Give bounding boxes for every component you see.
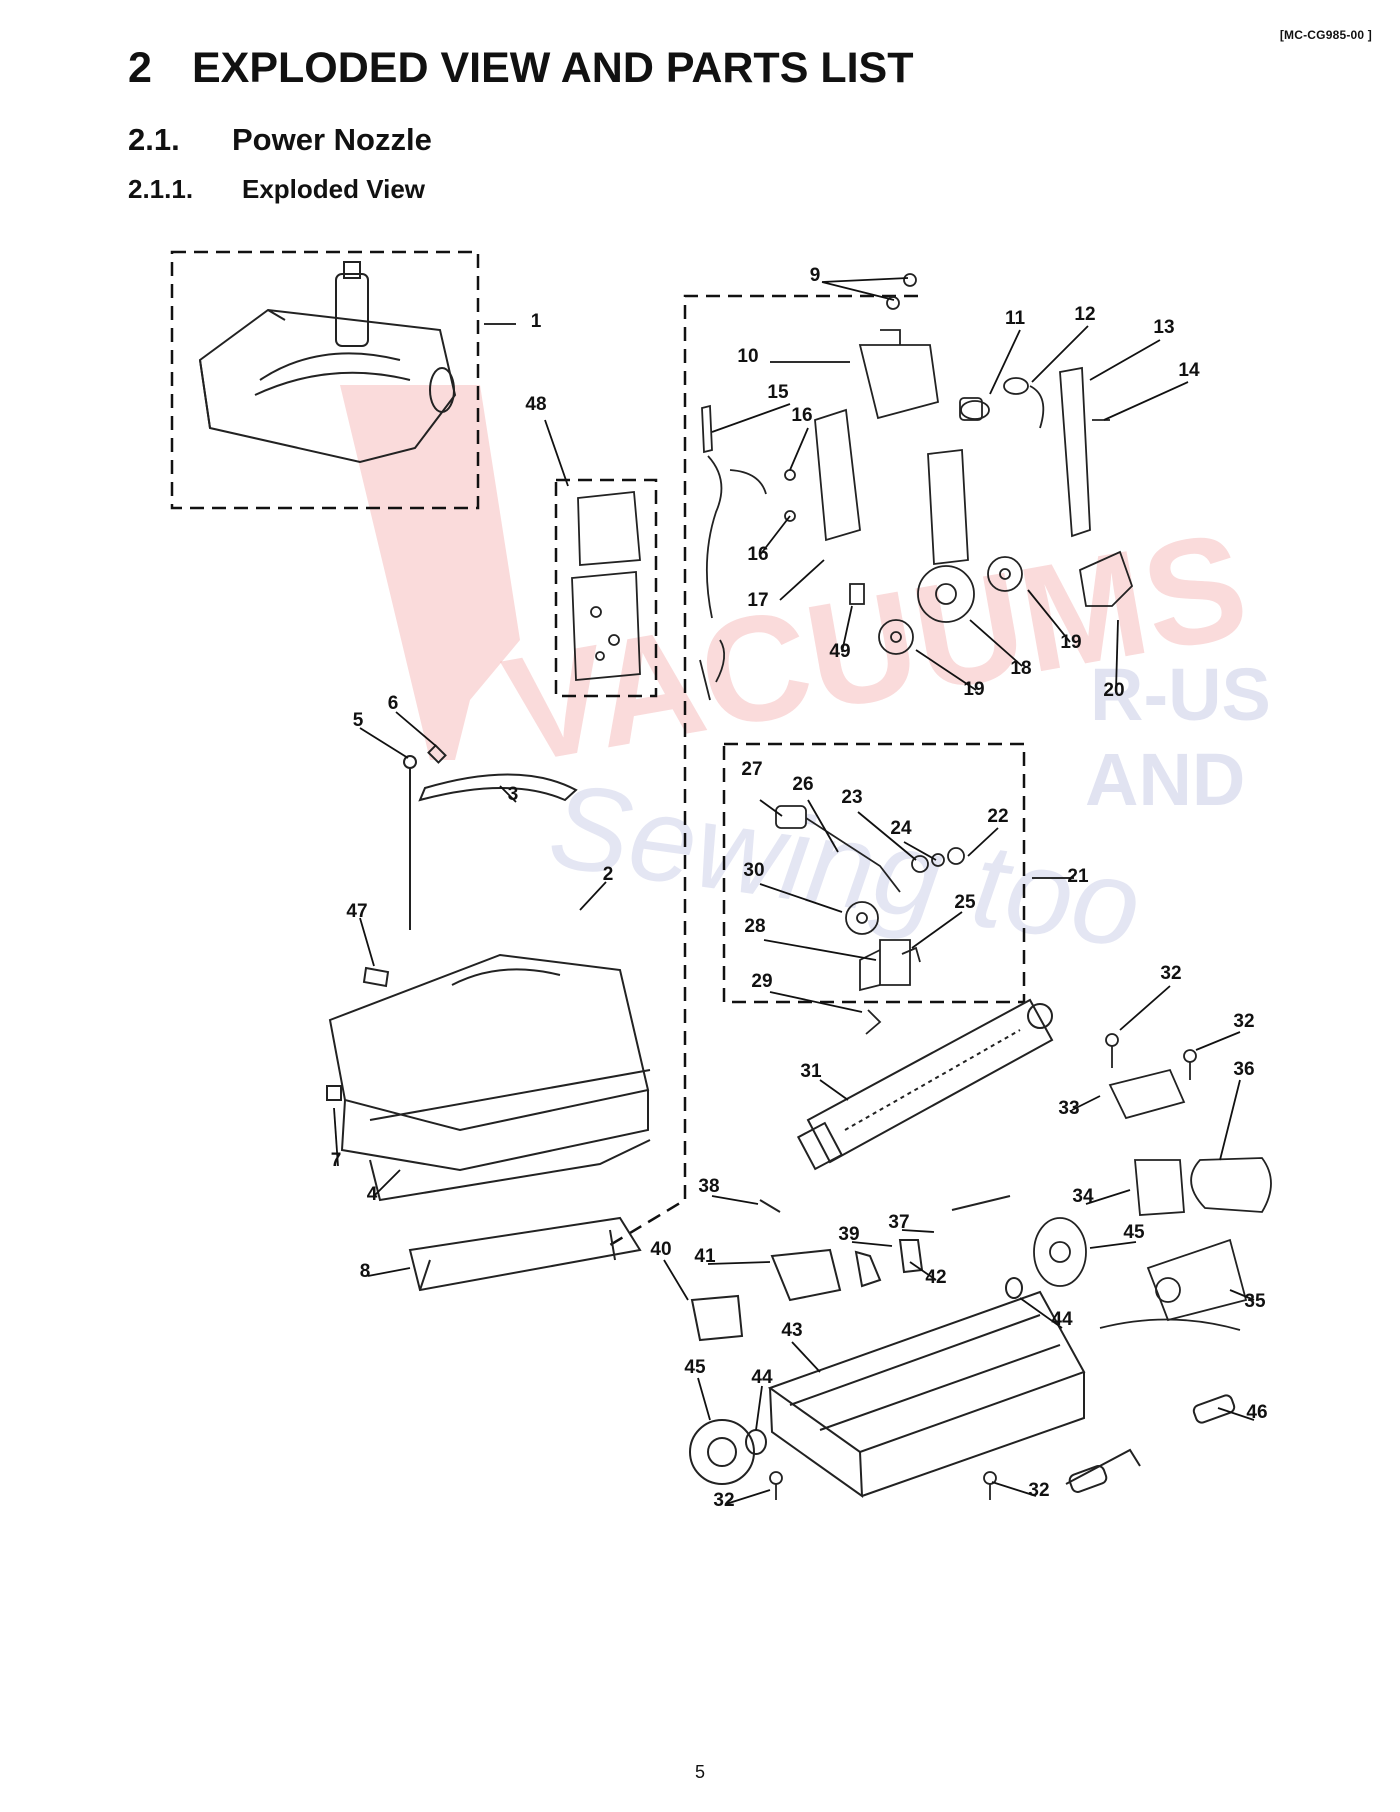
- section-number: 2: [128, 44, 152, 92]
- callout-c49: 49: [829, 641, 850, 662]
- subsection-title: Power Nozzle: [232, 122, 432, 157]
- callout-c28: 28: [744, 916, 765, 937]
- callout-c40: 40: [650, 1239, 671, 1260]
- assembly-box-48: [554, 478, 658, 698]
- callout-c3: 3: [508, 784, 519, 805]
- callout-c9: 9: [810, 265, 821, 286]
- callout-c38: 38: [698, 1176, 719, 1197]
- callout-c45b: 45: [684, 1357, 706, 1378]
- callout-c15: 15: [767, 382, 789, 403]
- callout-c21: 21: [1067, 866, 1089, 887]
- callout-c18: 18: [1010, 658, 1031, 679]
- subsubsection-heading: 2.1.1. Exploded View: [128, 174, 425, 205]
- subsubsection-number: 2.1.1.: [128, 174, 194, 204]
- callout-c32c: 32: [1028, 1480, 1049, 1501]
- part-base-plate: [689, 1195, 1236, 1499]
- callout-c30: 30: [743, 860, 764, 881]
- callout-c37: 37: [888, 1212, 909, 1233]
- callout-c2: 2: [603, 864, 614, 885]
- callout-c5: 5: [353, 710, 364, 731]
- callout-c32b: 32: [1233, 1011, 1254, 1032]
- callout-c45a: 45: [1123, 1222, 1145, 1243]
- watermark-line-3: AND: [1085, 738, 1245, 821]
- subsubsection-title: Exploded View: [242, 174, 426, 204]
- callout-c41: 41: [694, 1246, 716, 1267]
- assembly-bracket-main: [604, 294, 918, 1250]
- callout-c4: 4: [367, 1184, 378, 1205]
- callout-c10: 10: [737, 346, 758, 367]
- callout-c35: 35: [1244, 1291, 1266, 1312]
- assembly-box-1: [170, 250, 480, 510]
- callout-c14: 14: [1178, 360, 1200, 381]
- callout-c47: 47: [346, 901, 367, 922]
- callout-c20: 20: [1103, 680, 1124, 701]
- callout-c48: 48: [525, 394, 546, 415]
- callout-c23: 23: [841, 787, 862, 808]
- callout-c1: 1: [531, 311, 542, 332]
- callout-c34: 34: [1072, 1186, 1094, 1207]
- watermark-v-shape: [340, 385, 520, 760]
- part-screws: [769, 1471, 997, 1500]
- callout-c12: 12: [1074, 304, 1095, 325]
- document-code: [MC-CG985-00 ]: [1279, 28, 1372, 42]
- section-heading: 2 EXPLODED VIEW AND PARTS LIST: [128, 44, 914, 93]
- callout-c39: 39: [838, 1224, 859, 1245]
- section-title: EXPLODED VIEW AND PARTS LIST: [192, 44, 914, 92]
- callout-c32a: 32: [1160, 963, 1181, 984]
- part-nozzle-body: [326, 744, 651, 1292]
- callout-c27: 27: [741, 759, 762, 780]
- callout-c46: 46: [1246, 1402, 1267, 1423]
- watermark: VACUUMS R-US AND Sewing too: [340, 385, 1271, 973]
- callout-c44b: 44: [751, 1367, 773, 1388]
- callout-c44a: 44: [1051, 1309, 1073, 1330]
- part-brush-roll: [796, 998, 1054, 1171]
- callout-c7: 7: [331, 1150, 342, 1171]
- callout-c24: 24: [890, 818, 912, 839]
- callout-c11: 11: [1005, 308, 1026, 329]
- part-motor-assembly: [1033, 1033, 1272, 1331]
- callout-c17: 17: [747, 590, 768, 611]
- subsection-heading: 2.1. Power Nozzle: [128, 122, 432, 158]
- callout-c26: 26: [792, 774, 813, 795]
- callout-c32d: 32: [713, 1490, 734, 1511]
- part-upper-handle: [699, 273, 1134, 701]
- page-number: 5: [694, 1762, 705, 1782]
- callout-c36: 36: [1233, 1059, 1254, 1080]
- subsection-number: 2.1.: [128, 122, 180, 157]
- callout-c25: 25: [954, 892, 976, 913]
- assembly-box-21: [722, 742, 1026, 1004]
- part-circuit-board: [571, 491, 641, 681]
- watermark-line-2: R-US: [1090, 653, 1271, 736]
- callout-c19a: 19: [1060, 632, 1081, 653]
- callout-c16b: 16: [747, 544, 768, 565]
- part-nozzle-assembly: [198, 261, 457, 464]
- callout-c19b: 19: [963, 679, 984, 700]
- callout-c6: 6: [388, 693, 399, 714]
- callout-c13: 13: [1153, 317, 1174, 338]
- callout-c33: 33: [1058, 1098, 1079, 1119]
- leader-lines: [333, 277, 1255, 1505]
- callout-c31: 31: [800, 1061, 822, 1082]
- callout-c43: 43: [781, 1320, 802, 1341]
- callout-c29: 29: [751, 971, 772, 992]
- callout-c8: 8: [360, 1261, 371, 1282]
- part-height-adjust: [775, 805, 965, 1035]
- callout-c22: 22: [987, 806, 1008, 827]
- callout-c16a: 16: [791, 405, 812, 426]
- callout-c42: 42: [925, 1267, 946, 1288]
